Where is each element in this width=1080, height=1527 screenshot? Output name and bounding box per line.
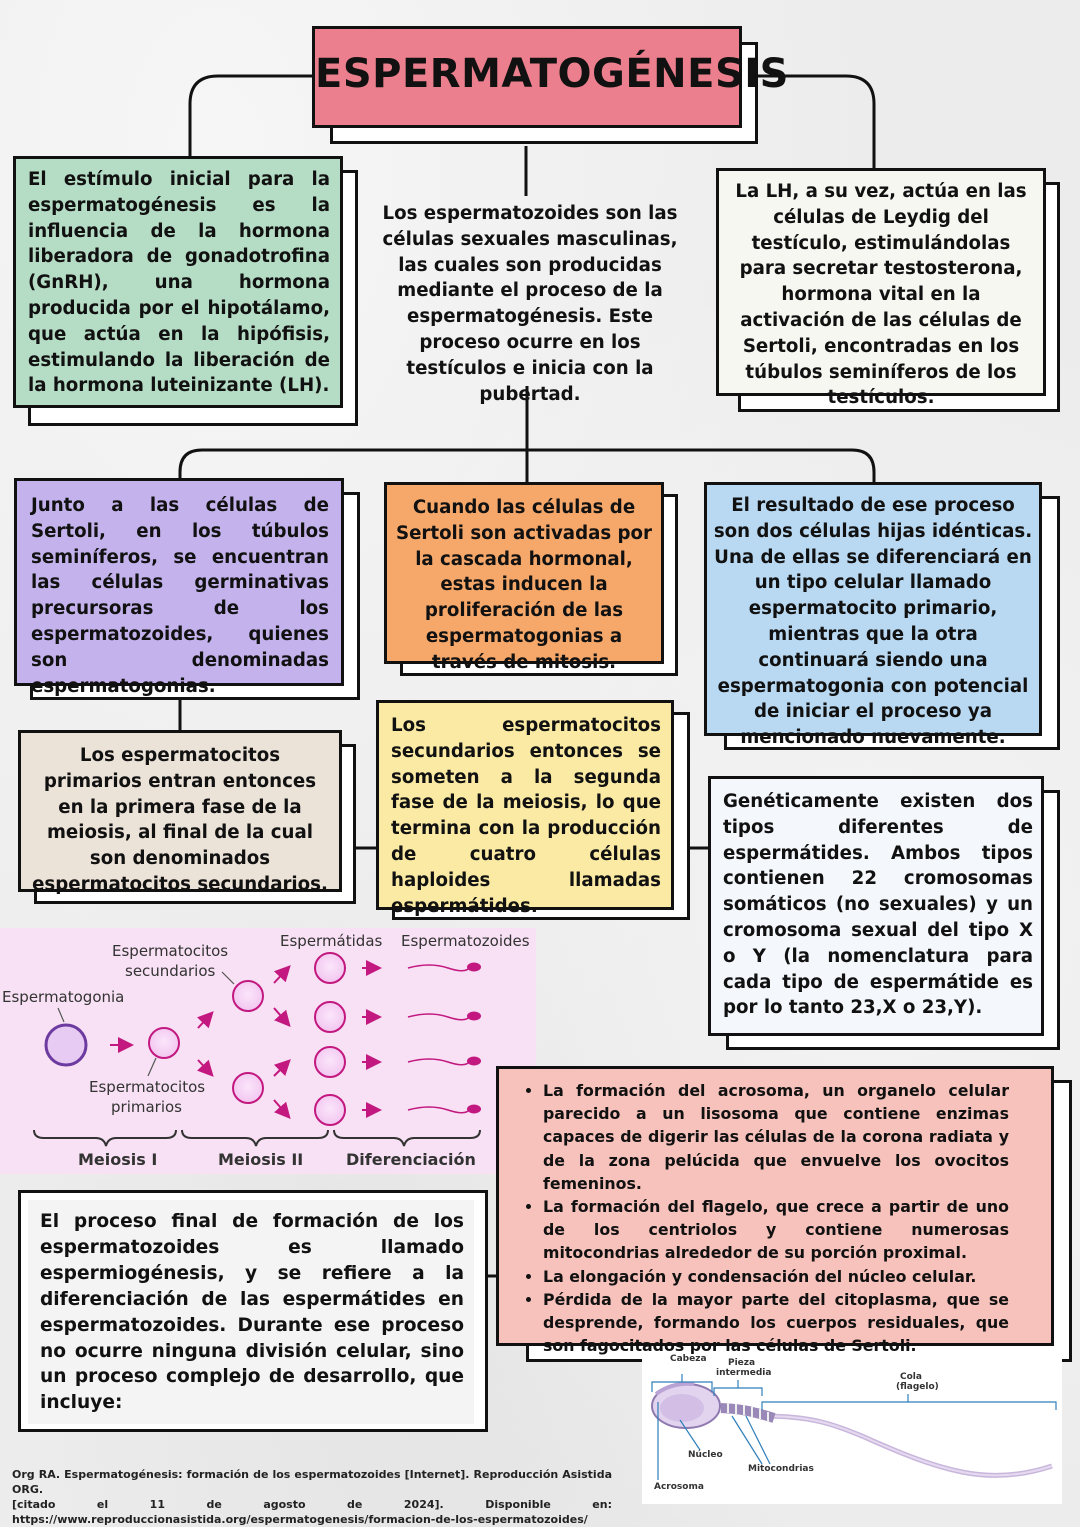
brace-diferenciacion	[333, 1129, 481, 1147]
sperm-head	[467, 962, 481, 972]
genetic-text: Genéticamente existen dos tipos diferent…	[723, 791, 1033, 1019]
line-branch	[178, 448, 876, 482]
page-title: ESPERMATOGÉNESIS	[315, 51, 789, 97]
label-mitocondrias: Mitocondrias	[748, 1464, 814, 1474]
meiosis-diagram-svg	[33, 952, 481, 1147]
sperm-nucleus	[660, 1394, 704, 1422]
label-primarios-1: Espermatocitos	[89, 1078, 206, 1096]
label-espermatidas: Espermátidas	[280, 932, 383, 950]
meiosis2-box: Los espermatocitos secundarios entonces …	[376, 700, 674, 917]
spermatid-cell	[314, 1094, 346, 1126]
sertoli-box: Junto a las células de Sertoli, en los t…	[14, 478, 344, 697]
label-pieza: Pieza	[728, 1358, 756, 1368]
spermatid-cell	[314, 1046, 346, 1078]
lh-box: La LH, a su vez, actúa en las células de…	[716, 168, 1046, 408]
mitosis-text: Cuando las células de Sertoli son activa…	[395, 497, 653, 673]
spermatid-cell	[314, 952, 346, 984]
genetic-box: Genéticamente existen dos tipos diferent…	[708, 776, 1044, 1036]
sperm-acrosome	[654, 1381, 695, 1396]
label-espermatozoides: Espermatozoides	[401, 932, 530, 950]
citation-line-1: Org RA. Espermatogénesis: formación de l…	[12, 1468, 612, 1496]
label-cabeza: Cabeza	[670, 1354, 707, 1364]
bullets-list: La formación del acrosoma, un organelo c…	[499, 1079, 1029, 1357]
espermatogonia-cell	[44, 1023, 88, 1067]
final-text: El proceso final de formación de los esp…	[40, 1211, 464, 1414]
citation-line-2: [citado el 11 de agosto de 2024]. Dispon…	[12, 1498, 612, 1511]
label-espermatogonia: Espermatogonia	[2, 988, 125, 1006]
title-box: ESPERMATOGÉNESIS	[312, 26, 789, 128]
bullet-item: La formación del acrosoma, un organelo c…	[543, 1079, 1009, 1195]
sperm-tail	[407, 1013, 471, 1021]
meiosis-diagram: Espermatogonia Espermatocitos secundario…	[0, 928, 536, 1174]
label-primarios-2: primarios	[111, 1098, 182, 1116]
mitosis-box: Cuando las células de Sertoli son activa…	[384, 482, 664, 673]
sperm-anatomy-svg	[651, 1374, 1057, 1480]
label-meiosis-2: Meiosis II	[218, 1150, 304, 1169]
bullets-box: La formación del acrosoma, un organelo c…	[496, 1066, 1054, 1355]
label-cola: Cola	[900, 1372, 922, 1382]
label-meiosis-1: Meiosis I	[78, 1150, 158, 1169]
meiosis1-text: Los espermatocitos primarios entran ento…	[32, 745, 328, 895]
primary-spermatocyte-cell	[148, 1027, 180, 1059]
label-secundarios-2: secundarios	[125, 962, 216, 980]
brace-meiosis2	[181, 1129, 329, 1147]
intro-text: Los espermatozoides son las células sexu…	[382, 203, 678, 405]
label-flagelo: (flagelo)	[896, 1382, 939, 1392]
line-title-left	[188, 74, 314, 158]
label-intermedia: intermedia	[716, 1368, 772, 1378]
meiosis1-box: Los espermatocitos primarios entran ento…	[18, 730, 342, 895]
sperm-head	[467, 1056, 481, 1066]
sertoli-text: Junto a las células de Sertoli, en los t…	[31, 495, 329, 697]
result-text: El resultado de ese proceso son dos célu…	[713, 495, 1033, 749]
label-diferenciacion: Diferenciación	[346, 1150, 476, 1169]
label-secundarios-1: Espermatocitos	[112, 942, 229, 960]
result-box: El resultado de ese proceso son dos célu…	[704, 482, 1042, 748]
lh-text: La LH, a su vez, actúa en las células de…	[735, 181, 1027, 409]
brace-meiosis1	[33, 1129, 177, 1147]
citation: Org RA. Espermatogénesis: formación de l…	[12, 1467, 612, 1527]
sperm-tail	[407, 964, 471, 972]
bullet-item: La elongación y condensación del núcleo …	[543, 1265, 1009, 1288]
sperm-anatomy-diagram: Cabeza Pieza intermedia Cola (flagelo) N…	[642, 1354, 1062, 1504]
spermatid-cell	[314, 1001, 346, 1033]
final-box: El proceso final de formación de los esp…	[28, 1200, 474, 1424]
bullet-item: Pérdida de la mayor parte del citoplasma…	[543, 1288, 1009, 1358]
citation-link[interactable]: https://www.reproduccionasistida.org/esp…	[12, 1513, 588, 1526]
label-nucleo: Núcleo	[688, 1450, 723, 1460]
sperm-head	[467, 1104, 481, 1114]
gnrh-box: El estímulo inicial para la espermatogén…	[13, 156, 343, 408]
gnrh-text: El estímulo inicial para la espermatogén…	[28, 169, 330, 397]
meiosis2-text: Los espermatocitos secundarios entonces …	[391, 715, 661, 917]
secondary-spermatocyte-cell	[232, 1072, 264, 1104]
bullet-item: La formación del flagelo, que crece a pa…	[543, 1195, 1009, 1265]
label-acrosoma: Acrosoma	[654, 1482, 704, 1492]
sperm-head	[467, 1011, 481, 1021]
secondary-spermatocyte-cell	[232, 980, 264, 1012]
sperm-tail	[407, 1058, 471, 1066]
sperm-tail	[407, 1106, 471, 1114]
line-title-right	[742, 74, 876, 170]
